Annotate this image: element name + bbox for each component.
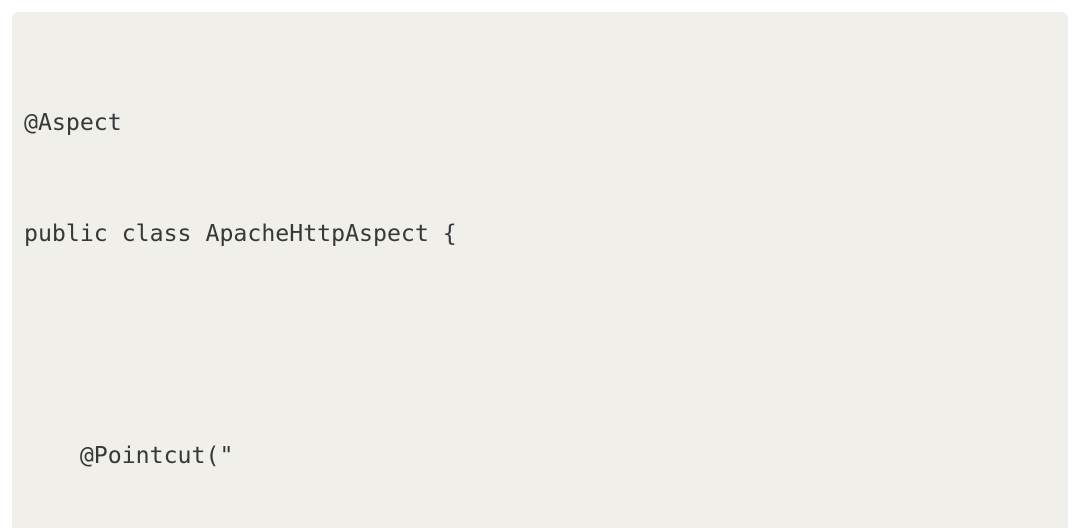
code-line: @Pointcut(" (24, 442, 234, 469)
code-line: public class ApacheHttpAspect { (24, 220, 457, 247)
code-line-blank (24, 326, 1058, 363)
code-block: @Aspect public class ApacheHttpAspect { … (12, 12, 1068, 528)
code-lines: @Aspect public class ApacheHttpAspect { … (24, 30, 1058, 528)
code-line: @Aspect (24, 109, 122, 136)
